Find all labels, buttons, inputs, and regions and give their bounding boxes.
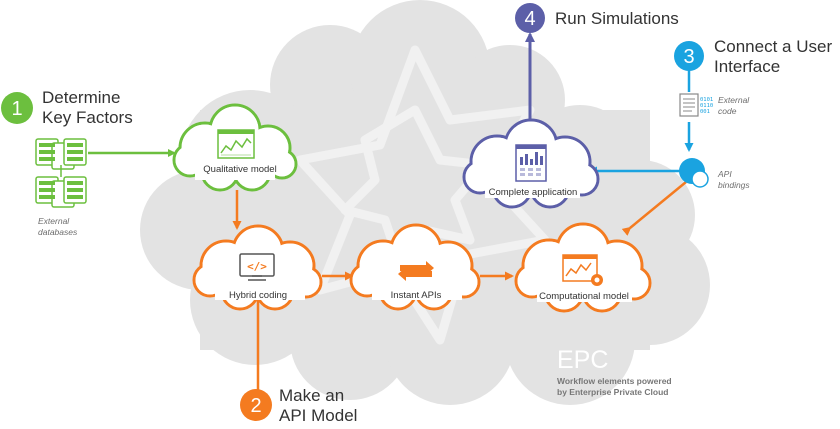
hybrid-coding-label: Hybrid coding xyxy=(229,290,287,301)
line-chart-icon xyxy=(217,129,255,159)
step-4: 4 Run Simulations xyxy=(515,3,679,33)
step-2-badge xyxy=(240,389,272,421)
external-databases-label-1: External xyxy=(38,216,70,226)
step-2-title-line2: API Model xyxy=(279,406,357,425)
external-databases-label-2: databases xyxy=(38,227,78,237)
connector-lines xyxy=(88,32,694,390)
step-4-badge xyxy=(515,3,545,33)
step-1-badge xyxy=(1,92,33,124)
binary-line-2: 0110 xyxy=(700,103,713,109)
code-glyph: </> xyxy=(247,260,267,273)
swap-arrows-icon xyxy=(398,261,434,281)
step-2-title-line1: Make an xyxy=(279,386,344,405)
cloud-computational-model: Computational model xyxy=(514,222,652,313)
external-code-label-2: code xyxy=(718,106,737,116)
step-3-title-line2: Interface xyxy=(714,57,780,76)
external-code-label-1: External xyxy=(718,95,750,105)
epc-subtitle-line2: by Enterprise Private Cloud xyxy=(557,387,668,397)
step-3-badge xyxy=(674,41,704,71)
external-databases-icon xyxy=(35,138,87,208)
api-bindings-label-2: bindings xyxy=(718,180,750,190)
step-3: 3 Connect a User Interface xyxy=(674,37,832,76)
instant-apis-label: Instant APIs xyxy=(391,290,442,301)
step-1-title-line1: Determine xyxy=(42,88,120,107)
chart-gear-icon xyxy=(562,254,603,286)
code-monitor-icon: </> xyxy=(239,253,275,281)
binary-line-1: 0101 xyxy=(700,97,713,103)
cloud-instant-apis: Instant APIs xyxy=(349,223,481,311)
qualitative-model-label: Qualitative model xyxy=(203,164,276,175)
cloud-hybrid-coding: </> Hybrid coding xyxy=(192,224,323,311)
step-1-number: 1 xyxy=(11,98,22,120)
epc-subtitle-line1: Workflow elements powered xyxy=(557,376,672,386)
step-4-number: 4 xyxy=(524,8,535,30)
step-2-number: 2 xyxy=(250,395,261,417)
step-2: 2 Make an API Model xyxy=(240,386,357,425)
api-bindings-label-1: API xyxy=(717,169,732,179)
step-4-title: Run Simulations xyxy=(555,9,679,28)
api-bindings-node xyxy=(679,158,709,188)
step-3-number: 3 xyxy=(683,46,694,68)
epc-title: EPC xyxy=(557,346,608,374)
computational-model-label: Computational model xyxy=(539,291,629,302)
cloud-qualitative-model: Qualitative model xyxy=(172,103,298,192)
orange-arrow-to-api-bindings xyxy=(621,181,687,236)
step-1-title-line2: Key Factors xyxy=(42,108,133,127)
binary-line-3: 001 xyxy=(700,109,710,115)
cloud-complete-application: Complete application xyxy=(462,118,600,209)
complete-application-label: Complete application xyxy=(489,187,578,198)
step-1: 1 Determine Key Factors xyxy=(1,88,133,127)
application-document-icon xyxy=(515,144,547,182)
step-3-title-line1: Connect a User xyxy=(714,37,832,56)
external-code-icon: 0101 0110 001 xyxy=(679,93,713,117)
